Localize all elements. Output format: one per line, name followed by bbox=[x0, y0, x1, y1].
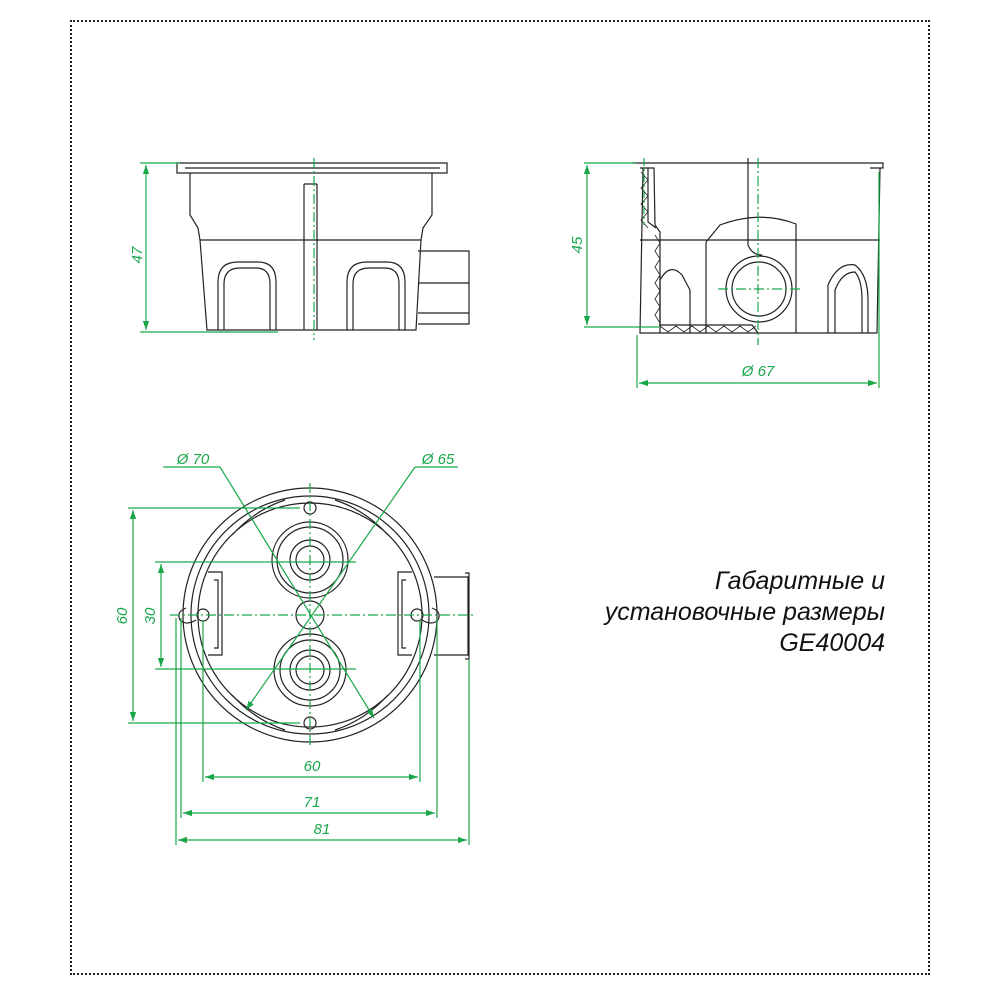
vertical-inner-dimension-label: 30 bbox=[142, 607, 159, 624]
top-view-dimensions bbox=[128, 466, 476, 845]
section-hatch bbox=[640, 171, 757, 333]
side-view bbox=[176, 162, 470, 331]
drawing-frame bbox=[70, 20, 930, 975]
section-view-diameter-label: Ø 67 bbox=[741, 363, 775, 380]
caption-model-number: GE40004 bbox=[779, 629, 885, 657]
caption-line-1: Габаритные и bbox=[714, 567, 885, 595]
caption-line-2: установочные размеры bbox=[604, 598, 885, 626]
inner-diameter-label: Ø 65 bbox=[421, 451, 455, 468]
vertical-outer-dimension-label: 60 bbox=[114, 607, 131, 624]
side-view-height-label: 47 bbox=[129, 246, 146, 263]
side-view-dimensions bbox=[140, 158, 315, 340]
outer-diameter-label: Ø 70 bbox=[176, 451, 210, 468]
drawing-caption: Габаритные и установочные размеры GE4000… bbox=[605, 566, 885, 659]
horizontal-dimension-71-label: 71 bbox=[304, 794, 321, 811]
section-view-dimensions bbox=[583, 158, 880, 388]
horizontal-dimension-60-label: 60 bbox=[304, 758, 321, 775]
section-view-height-label: 45 bbox=[569, 236, 586, 253]
horizontal-dimension-81-label: 81 bbox=[314, 821, 331, 838]
